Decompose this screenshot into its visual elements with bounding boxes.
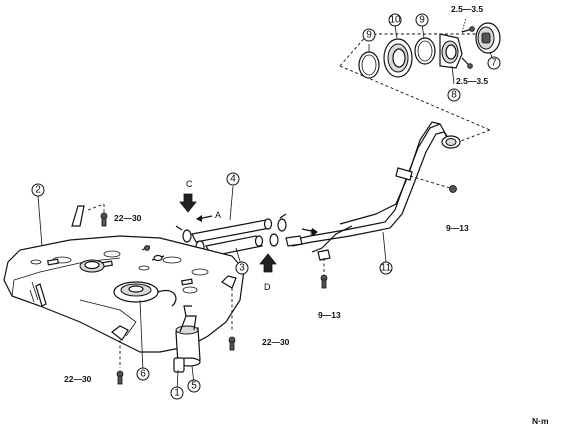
callout-9-left: 9 xyxy=(362,28,376,42)
view-letter-d: D xyxy=(264,282,271,292)
callout-7: 7 xyxy=(487,56,501,70)
svg-text:3: 3 xyxy=(239,263,245,274)
filler-cap-inset xyxy=(339,17,501,143)
pipe-stub xyxy=(285,235,303,247)
svg-text:9: 9 xyxy=(366,30,372,41)
view-letter-c: C xyxy=(186,179,193,189)
svg-text:4: 4 xyxy=(230,174,236,185)
filler-housing-8 xyxy=(439,33,463,69)
fuel-tank-2 xyxy=(3,205,245,353)
torque-unit: N·m xyxy=(532,416,549,426)
callout-10: 10 xyxy=(388,13,402,27)
bolt-strap-top xyxy=(87,203,108,227)
screw-bottom xyxy=(461,57,473,69)
callout-2: 2 xyxy=(31,183,45,197)
inset-frame-line xyxy=(339,33,369,67)
callout-1: 1 xyxy=(170,386,184,400)
svg-text:9: 9 xyxy=(419,15,425,26)
torque-filler-bolt: 9—13 xyxy=(446,223,469,233)
svg-text:6: 6 xyxy=(140,369,146,380)
screw-top xyxy=(461,17,475,33)
hose-4 xyxy=(191,218,273,243)
callout-3: 3 xyxy=(235,261,249,275)
svg-text:10: 10 xyxy=(389,15,401,26)
view-letter-b: B xyxy=(310,228,316,238)
arrow-b xyxy=(301,228,318,236)
seal-ring-10 xyxy=(383,38,413,78)
callout-5: 5 xyxy=(187,379,201,393)
svg-text:1: 1 xyxy=(174,388,180,399)
callout-11: 11 xyxy=(379,261,393,275)
clamp-right-lower xyxy=(269,233,279,247)
inset-frame-line xyxy=(457,129,491,143)
filler-pipe-11 xyxy=(291,121,461,261)
torque-cap-bottom: 2.5—3.5 xyxy=(456,76,488,86)
bolt-pipe xyxy=(320,258,328,289)
callout-9-right: 9 xyxy=(415,13,429,27)
svg-text:7: 7 xyxy=(491,58,497,69)
callout-4: 4 xyxy=(226,172,240,186)
view-arrow-d xyxy=(259,253,277,273)
torque-strap-mid: 22—30 xyxy=(262,337,290,347)
svg-text:11: 11 xyxy=(381,263,392,274)
clamp-left-upper xyxy=(175,225,192,243)
view-letter-a: A xyxy=(215,210,221,220)
arrow-a xyxy=(196,215,213,222)
torque-cap-top: 2.5—3.5 xyxy=(451,4,483,14)
torque-pipe-bolt: 9—13 xyxy=(318,310,341,320)
svg-text:8: 8 xyxy=(451,90,457,101)
svg-text:2: 2 xyxy=(35,185,41,196)
callout-8: 8 xyxy=(447,88,461,102)
view-arrow-c xyxy=(179,193,197,213)
bolt-strap-mid xyxy=(228,288,236,351)
fuel-cap-7 xyxy=(475,22,501,54)
gasket-9-left xyxy=(358,51,380,79)
torque-strap-left: 22—30 xyxy=(64,374,92,384)
gasket-9-right xyxy=(414,37,436,65)
clamp-right-upper xyxy=(277,213,287,232)
callout-6: 6 xyxy=(136,367,150,381)
bolt-strap-left xyxy=(116,340,124,385)
torque-strap-top: 22—30 xyxy=(114,213,142,223)
svg-text:5: 5 xyxy=(191,381,197,392)
filter-1 xyxy=(173,357,185,373)
